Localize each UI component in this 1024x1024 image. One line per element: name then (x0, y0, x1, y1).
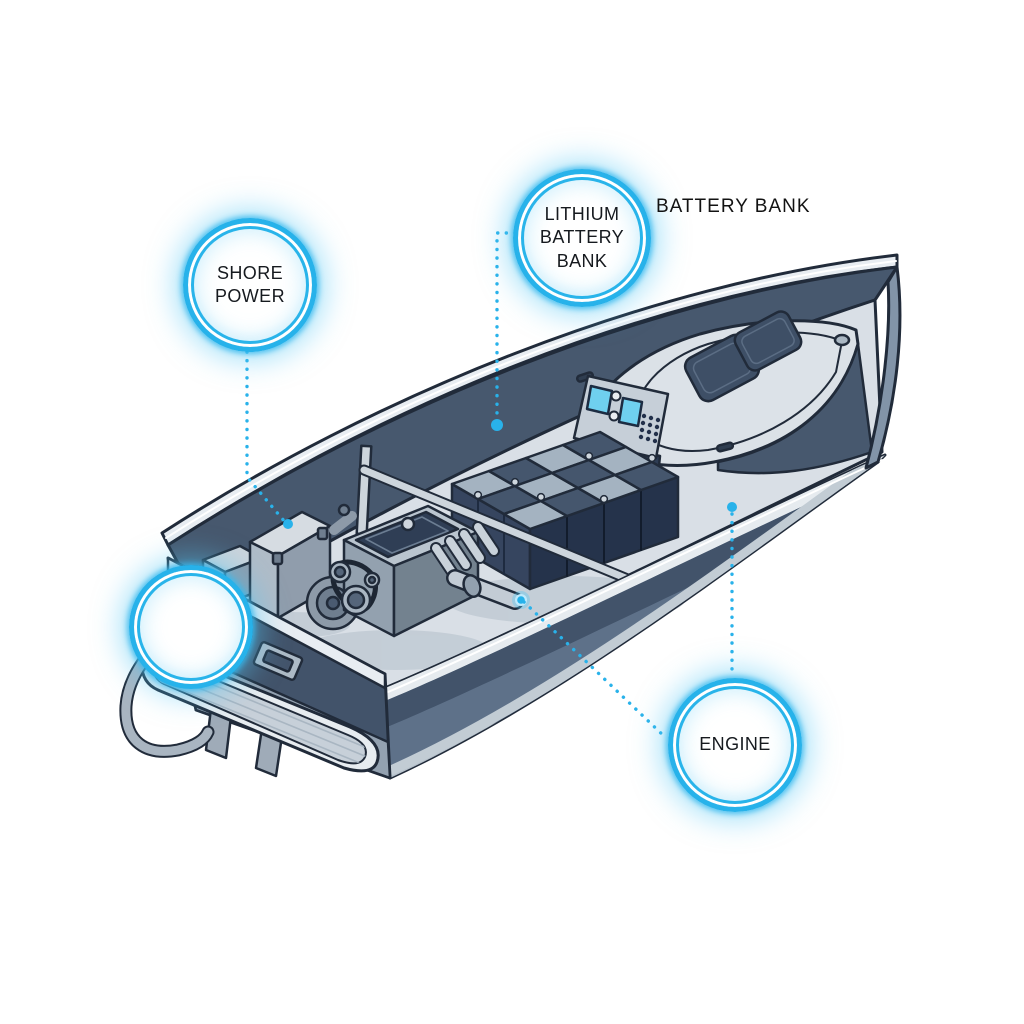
leader-dot-engine (727, 502, 737, 512)
leader-shore-power (245, 350, 287, 524)
battery-cells (450, 430, 680, 531)
vent-plate (252, 641, 304, 681)
leader-engine-diagonal (522, 600, 668, 740)
callout-engine: ENGINE (668, 678, 802, 812)
console-screen (617, 396, 644, 428)
console-buttons (638, 413, 661, 444)
belt-and-pulleys (328, 559, 381, 616)
callout-shore-power: SHORE POWER (183, 218, 317, 352)
guard-rail (355, 444, 670, 600)
exhaust-manifold (430, 521, 500, 578)
leader-dot-shore-power (283, 519, 293, 529)
callout-label: SHORE POWER (214, 262, 285, 306)
callout-label: ENGINE (699, 734, 771, 755)
label-battery-bank: BATTERY BANK (656, 196, 811, 217)
driveshaft (446, 569, 524, 610)
leader-dot-lithium (491, 419, 503, 431)
battery-terminals (473, 451, 657, 504)
deck-port (833, 333, 851, 347)
highlight-ring-shore-inlet (129, 565, 253, 689)
oil-cap (400, 516, 416, 532)
leader-dots (283, 419, 737, 529)
callout-label: LITHIUM BATTERY BANK (539, 203, 625, 271)
leader-lithium (495, 231, 517, 420)
callout-lithium-battery-bank: LITHIUM BATTERY BANK (513, 169, 651, 307)
console-screen (585, 384, 614, 416)
driveshaft-connector (512, 591, 530, 609)
bow-stem (864, 265, 902, 470)
deck-hatch (733, 310, 803, 372)
engine (305, 503, 530, 638)
cleat (715, 441, 735, 453)
leader-lines (245, 231, 734, 740)
